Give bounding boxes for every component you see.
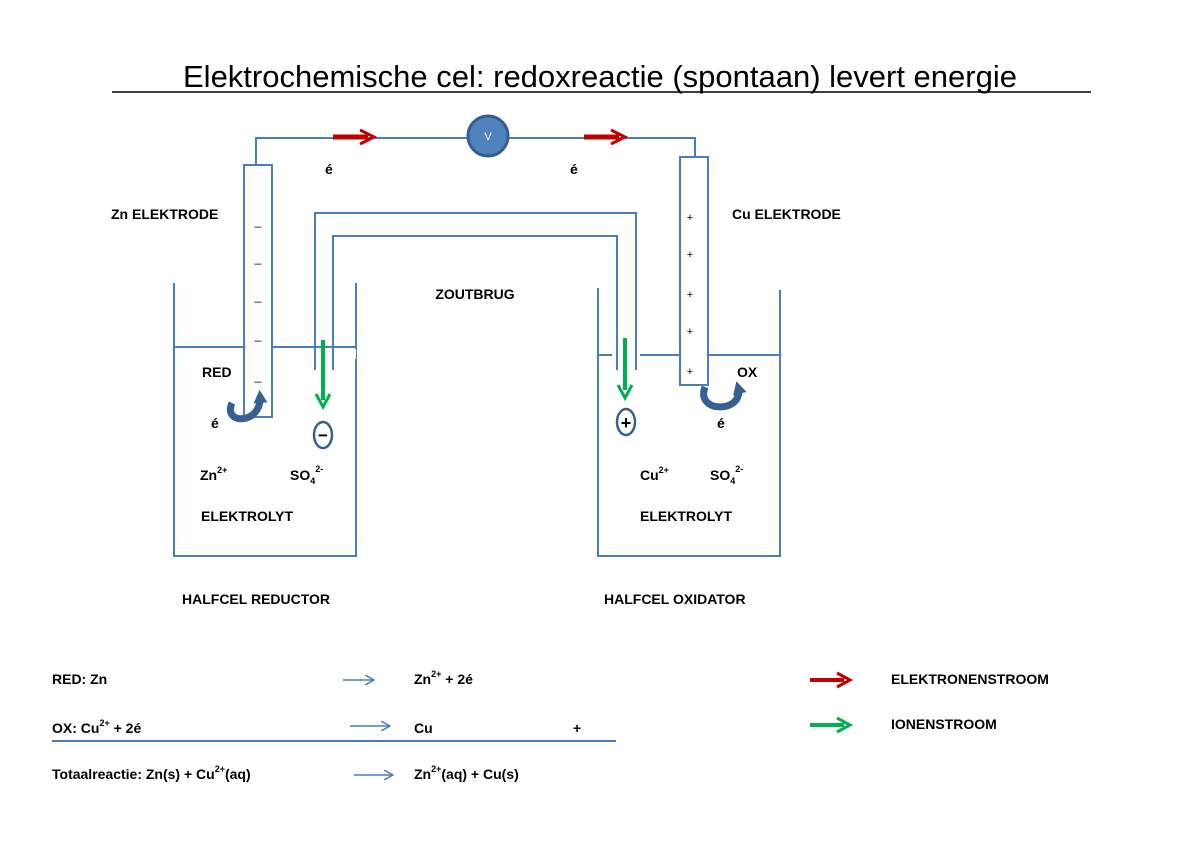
- electron-label-right: é: [570, 161, 578, 177]
- zn-sign: _: [254, 251, 262, 265]
- cu-electrode: [679, 156, 709, 386]
- red-label: RED: [202, 364, 232, 380]
- voltmeter: V: [466, 114, 510, 158]
- anion-bubble-sign: −: [318, 426, 328, 445]
- equation-ox-plus: +: [573, 720, 581, 736]
- voltmeter-icon: [466, 114, 510, 158]
- ion-flow-arrow-left: [314, 340, 332, 411]
- wire-left: [255, 137, 473, 170]
- sulfate-label-left: SO42-: [290, 464, 323, 486]
- legend-ion-flow-label: IONENSTROOM: [891, 716, 997, 732]
- beaker-right: [597, 288, 781, 557]
- zn-electrode-label: Zn ELEKTRODE: [111, 206, 218, 222]
- equation-total-left: Totaalreactie: Zn(s) + Cu2+(aq): [52, 764, 251, 782]
- salt-bridge-label: ZOUTBRUG: [435, 286, 514, 302]
- ox-label: OX: [737, 364, 758, 380]
- electrolyte-label-right: ELEKTROLYT: [640, 508, 732, 524]
- zn-sign: _: [254, 328, 262, 342]
- legend: ELEKTRONENSTROOM IONENSTROOM: [810, 671, 1049, 734]
- curved-arrow-icon: [700, 381, 747, 411]
- cation-bubble-sign: +: [621, 413, 632, 433]
- beaker-left: [173, 283, 357, 557]
- voltmeter-label: V: [484, 131, 492, 143]
- equation-ox-left: OX: Cu2+ + 2é: [52, 718, 141, 736]
- equation-red-left: RED: Zn: [52, 671, 107, 687]
- electron-label-left-cell: é: [211, 415, 219, 431]
- zn-electrode-signs: _ _ _ _ _: [254, 214, 262, 383]
- cu-sign: +: [687, 326, 693, 338]
- equation-total: Totaalreactie: Zn(s) + Cu2+(aq) Zn2+(aq)…: [52, 764, 519, 782]
- cu-ion-label: Cu2+: [640, 465, 669, 483]
- electron-label-right-cell: é: [717, 415, 725, 431]
- legend-electron-flow-label: ELEKTRONENSTROOM: [891, 671, 1049, 687]
- zn-sign: _: [254, 289, 262, 303]
- electron-flow-arrow-left: [333, 128, 378, 146]
- curved-arrow-icon: [226, 390, 268, 423]
- sulfate-label-right: SO42-: [710, 464, 743, 486]
- anion-bubble: [312, 420, 334, 450]
- electron-label-left: é: [325, 161, 333, 177]
- legend-electron-arrow-icon: [810, 671, 854, 689]
- equation-red-right: Zn2+ + 2é: [414, 669, 473, 687]
- equation-ox-right: Cu: [414, 720, 433, 736]
- halfcel-oxidator-label: HALFCEL OXIDATOR: [604, 591, 746, 607]
- ion-flow-arrow-right: [616, 338, 634, 402]
- cu-sign: +: [687, 366, 693, 378]
- cation-bubble: [615, 407, 637, 437]
- electrolyte-label-left: ELEKTROLYT: [201, 508, 293, 524]
- zn-ion-label: Zn2+: [200, 465, 227, 483]
- wire-right: [503, 137, 696, 158]
- cu-sign: +: [687, 212, 693, 224]
- zn-electrode: [243, 164, 273, 418]
- legend-ion-arrow-icon: [810, 716, 854, 734]
- cu-sign: +: [687, 289, 693, 301]
- cu-electrode-signs: + + + + +: [687, 212, 693, 378]
- halfcel-reductor-label: HALFCEL REDUCTOR: [182, 591, 330, 607]
- equation-ox: OX: Cu2+ + 2é Cu +: [52, 718, 581, 736]
- cu-sign: +: [687, 249, 693, 261]
- equation-red: RED: Zn Zn2+ + 2é: [52, 669, 473, 687]
- equation-total-right: Zn2+(aq) + Cu(s): [414, 764, 519, 782]
- zn-sign: _: [254, 369, 262, 383]
- diagram-title: Elektrochemische cel: redoxreactie (spon…: [183, 59, 1017, 94]
- electron-flow-arrow-right: [584, 128, 629, 146]
- cu-electrode-label: Cu ELEKTRODE: [732, 206, 841, 222]
- zn-sign: _: [254, 214, 262, 228]
